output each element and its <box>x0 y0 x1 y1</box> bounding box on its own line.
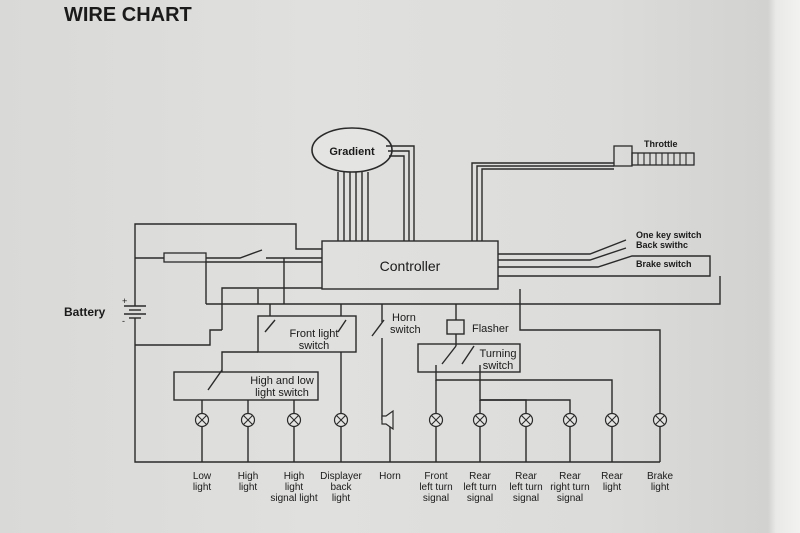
front-light-switch: Front light switch <box>257 304 357 353</box>
load-label-8-1: right turn <box>550 482 589 493</box>
battery-label: Battery <box>64 305 106 319</box>
load-label-3-2: light <box>332 493 351 504</box>
high-low-switch-label-1: High and low <box>250 375 314 387</box>
load-label-1-1: light <box>239 482 258 493</box>
load-label-7-2: signal <box>513 493 539 504</box>
horn-switch-label-2: switch <box>390 324 421 336</box>
throttle: Throttle <box>613 139 695 167</box>
turning-switch-label-1: Turning <box>480 348 517 360</box>
horn-switch: Horn switch <box>371 304 421 410</box>
load-label-7-1: left turn <box>509 482 542 493</box>
battery-minus-sign: - <box>122 316 125 326</box>
load-label-3-0: Displayer <box>320 471 362 482</box>
load-label-3-1: back <box>330 482 352 493</box>
load-label-6-0: Rear <box>469 471 491 482</box>
load-label-5-2: signal <box>423 493 449 504</box>
light-bulb-icon <box>472 412 488 428</box>
light-bulb-icon <box>518 412 534 428</box>
load-label-6-1: left turn <box>463 482 496 493</box>
front-light-switch-label-1: Front light <box>290 328 339 340</box>
brake-light-wire <box>519 289 661 410</box>
load-label-10-0: Brake <box>647 471 674 482</box>
power-wires <box>134 223 721 463</box>
load-4: Horn <box>379 409 401 482</box>
flasher: Flasher <box>446 304 509 346</box>
load-label-0-1: light <box>193 482 212 493</box>
load-label-8-2: signal <box>557 493 583 504</box>
page-title: WIRE CHART <box>64 4 192 26</box>
throttle-label: Throttle <box>644 139 678 149</box>
throttle-wires <box>471 162 614 241</box>
controller: Controller <box>321 240 499 290</box>
one-key-switch-label: One key switch <box>636 230 702 240</box>
light-bulb-icon <box>428 412 444 428</box>
light-bulb-icon <box>562 412 578 428</box>
load-label-9-1: light <box>603 482 622 493</box>
light-bulb-icon <box>286 412 302 428</box>
right-switches: One key switch Back swithc Brake switch <box>498 230 711 277</box>
load-label-10-1: light <box>651 482 670 493</box>
turning-switch-label-2: switch <box>483 360 514 372</box>
load-label-5-1: left turn <box>419 482 452 493</box>
flasher-label: Flasher <box>472 323 509 335</box>
load-label-7-0: Rear <box>515 471 537 482</box>
load-label-6-2: signal <box>467 493 493 504</box>
light-bulb-icon <box>604 412 620 428</box>
light-bulb-icon <box>333 412 349 428</box>
brake-switch-label: Brake switch <box>636 259 692 269</box>
load-label-1-0: High <box>238 471 259 482</box>
high-low-light-switch: High and low light switch <box>173 351 342 410</box>
load-label-2-0: High <box>284 471 305 482</box>
load-label-5-0: Front <box>424 471 448 482</box>
load-label-2-2: signal light <box>270 493 317 504</box>
load-label-2-1: light <box>285 482 304 493</box>
load-label-9-0: Rear <box>601 471 623 482</box>
front-light-switch-label-2: switch <box>299 340 330 352</box>
load-label-4-0: Horn <box>379 471 401 482</box>
high-low-switch-label-2: light switch <box>255 387 309 399</box>
gradient-sensor: Gradient <box>311 127 393 173</box>
light-bulb-icon <box>194 412 210 428</box>
battery: Battery + - <box>64 296 146 326</box>
back-switch-label: Back swithc <box>636 240 688 250</box>
load-label-8-0: Rear <box>559 471 581 482</box>
battery-plus-sign: + <box>122 296 127 306</box>
light-bulb-icon <box>240 412 256 428</box>
horn-switch-label-1: Horn <box>392 312 416 324</box>
load-label-0-0: Low <box>193 471 212 482</box>
gradient-label: Gradient <box>329 146 375 158</box>
horn-icon <box>381 409 394 431</box>
light-bulb-icon <box>652 412 668 428</box>
gradient-wires <box>337 145 415 241</box>
turning-switch: Turning switch <box>417 343 613 410</box>
controller-label: Controller <box>380 258 441 274</box>
